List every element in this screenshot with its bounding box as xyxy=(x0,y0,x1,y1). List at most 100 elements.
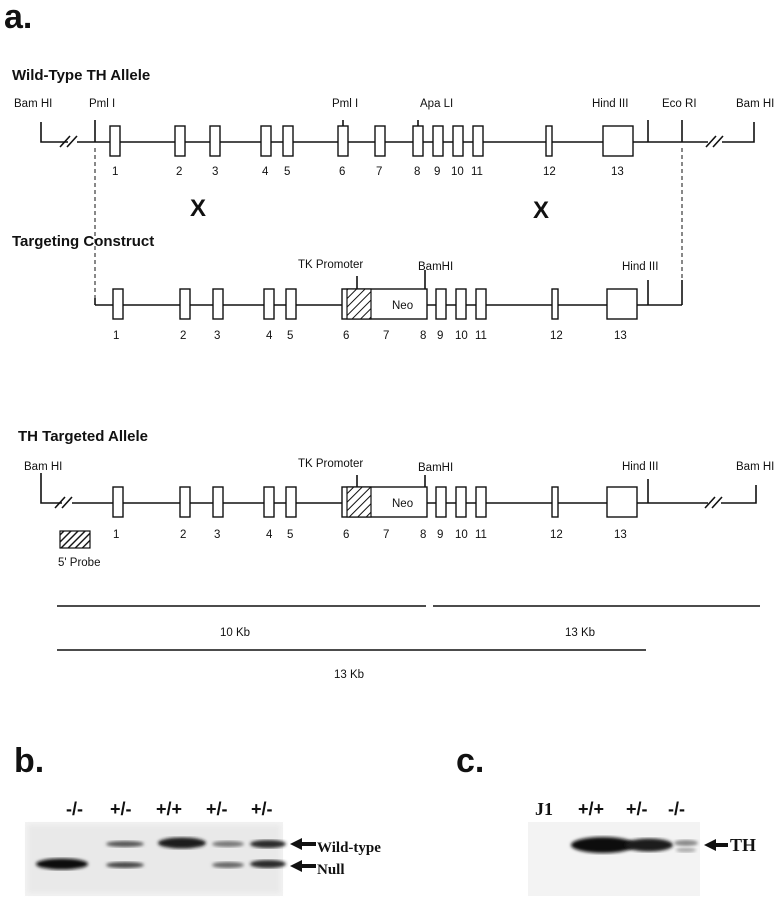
svg-text:9: 9 xyxy=(434,166,440,178)
band-null-lane4 xyxy=(212,862,244,868)
svg-text:13: 13 xyxy=(611,166,624,178)
svg-text:2: 2 xyxy=(180,330,186,342)
svg-text:11: 11 xyxy=(475,330,487,342)
targeted-exon-numbers: 1 2 3 4 5 6 7 8 9 10 11 12 13 xyxy=(113,529,627,541)
svg-text:8: 8 xyxy=(420,330,426,342)
targeted-bamhi-right: Bam HI xyxy=(736,461,774,473)
construct-exon-numbers: 1 2 3 4 5 6 7 8 9 10 11 12 13 xyxy=(113,330,627,342)
exon-2 xyxy=(174,125,186,157)
construct-bamhi-label: BamHI xyxy=(418,261,453,273)
band-th-wt xyxy=(571,837,635,853)
exon-3 xyxy=(209,125,221,157)
svg-text:9: 9 xyxy=(437,330,443,342)
svg-text:12: 12 xyxy=(543,166,556,178)
svg-text:6: 6 xyxy=(339,166,345,178)
panel-a-label: a. xyxy=(4,0,32,36)
svg-text:11: 11 xyxy=(471,166,483,178)
wild-type-arrow xyxy=(290,838,316,850)
blot-c-lane-1: J1 xyxy=(535,799,553,819)
svg-text:7: 7 xyxy=(376,166,382,178)
svg-text:4: 4 xyxy=(262,166,269,178)
svg-text:11: 11 xyxy=(475,529,487,541)
svg-text:6: 6 xyxy=(343,529,349,541)
svg-text:9: 9 xyxy=(437,529,443,541)
blot-c-lane-2: +/+ xyxy=(578,799,604,819)
svg-text:13: 13 xyxy=(614,529,627,541)
band-th-het xyxy=(625,838,673,852)
probe-box xyxy=(59,530,91,549)
exon-13 xyxy=(602,125,634,157)
band-wildtype-lane4 xyxy=(212,841,244,847)
svg-text:2: 2 xyxy=(176,166,182,178)
null-arrow xyxy=(290,860,316,872)
site-pmli-1: Pml I xyxy=(89,98,115,110)
exon-10 xyxy=(452,125,464,157)
svg-text:5: 5 xyxy=(287,529,293,541)
southern-blot xyxy=(25,822,286,896)
blot-b-lane-1: -/- xyxy=(66,799,83,819)
blot-c-lane-4: -/- xyxy=(668,799,685,819)
svg-text:4: 4 xyxy=(266,330,273,342)
svg-text:13: 13 xyxy=(614,330,627,342)
exon-5 xyxy=(282,125,294,157)
panel-b-label: b. xyxy=(14,742,44,780)
targeted-allele-title: TH Targeted Allele xyxy=(18,428,148,445)
svg-text:5: 5 xyxy=(287,330,293,342)
targeted-bamhi-label: BamHI xyxy=(418,462,453,474)
band-label-wildtype: Wild-type xyxy=(317,840,381,856)
exon-4 xyxy=(260,125,272,157)
site-hindiii: Hind III xyxy=(592,98,628,110)
svg-text:1: 1 xyxy=(113,529,119,541)
site-ecori: Eco RI xyxy=(662,98,697,110)
svg-text:6: 6 xyxy=(343,330,349,342)
wild-type-exon-numbers: 1 2 3 4 5 6 7 8 9 10 11 12 13 xyxy=(112,166,624,178)
svg-text:2: 2 xyxy=(180,529,186,541)
blot-b-lane-2: +/- xyxy=(110,799,132,819)
exon-11 xyxy=(472,125,484,157)
exon-9 xyxy=(432,125,444,157)
tk-promoter-region xyxy=(346,288,372,320)
targeted-bamhi-left: Bam HI xyxy=(24,461,62,473)
exon-8 xyxy=(412,125,424,157)
targeted-neo-label: Neo xyxy=(392,498,413,510)
band-null-lane1 xyxy=(36,858,88,870)
site-apali: Apa LI xyxy=(420,98,453,110)
band-label-null: Null xyxy=(317,862,345,878)
probe-label: 5' Probe xyxy=(58,557,100,569)
band-label-th: TH xyxy=(730,835,756,855)
band-null-lane5 xyxy=(250,860,286,868)
svg-text:5: 5 xyxy=(284,166,290,178)
svg-text:10: 10 xyxy=(455,330,468,342)
svg-text:12: 12 xyxy=(550,330,563,342)
exon-7 xyxy=(374,125,386,157)
exon-1 xyxy=(109,125,121,157)
blot-b-lane-5: +/- xyxy=(251,799,273,819)
panel-c-label: c. xyxy=(456,742,484,780)
svg-text:1: 1 xyxy=(113,330,119,342)
svg-text:3: 3 xyxy=(212,166,218,178)
wild-type-allele-map xyxy=(40,120,755,157)
blot-c-lane-3: +/- xyxy=(626,799,648,819)
wild-type-allele-title: Wild-Type TH Allele xyxy=(12,67,150,84)
exon-6 xyxy=(337,125,349,157)
construct-neo-label: Neo xyxy=(392,300,413,312)
blot-b-lane-4: +/- xyxy=(206,799,228,819)
svg-text:1: 1 xyxy=(112,166,118,178)
targeted-allele-map xyxy=(40,473,757,549)
svg-text:10: 10 xyxy=(451,166,464,178)
western-blot xyxy=(528,822,700,896)
svg-text:10: 10 xyxy=(455,529,468,541)
targeted-hindiii-label: Hind III xyxy=(622,461,658,473)
exon-12 xyxy=(545,125,553,157)
band-null-lane2 xyxy=(106,862,144,868)
band-th-ko xyxy=(674,840,698,846)
site-bamhi-right: Bam HI xyxy=(736,98,774,110)
construct-hindiii-label: Hind III xyxy=(622,261,658,273)
band-wildtype-lane3 xyxy=(158,837,206,849)
targeted-tk-promoter-label: TK Promoter xyxy=(298,458,363,470)
th-arrow xyxy=(704,839,728,851)
targeting-construct-map xyxy=(94,270,683,320)
band-wildtype-lane5 xyxy=(250,840,286,848)
svg-text:7: 7 xyxy=(383,529,389,541)
